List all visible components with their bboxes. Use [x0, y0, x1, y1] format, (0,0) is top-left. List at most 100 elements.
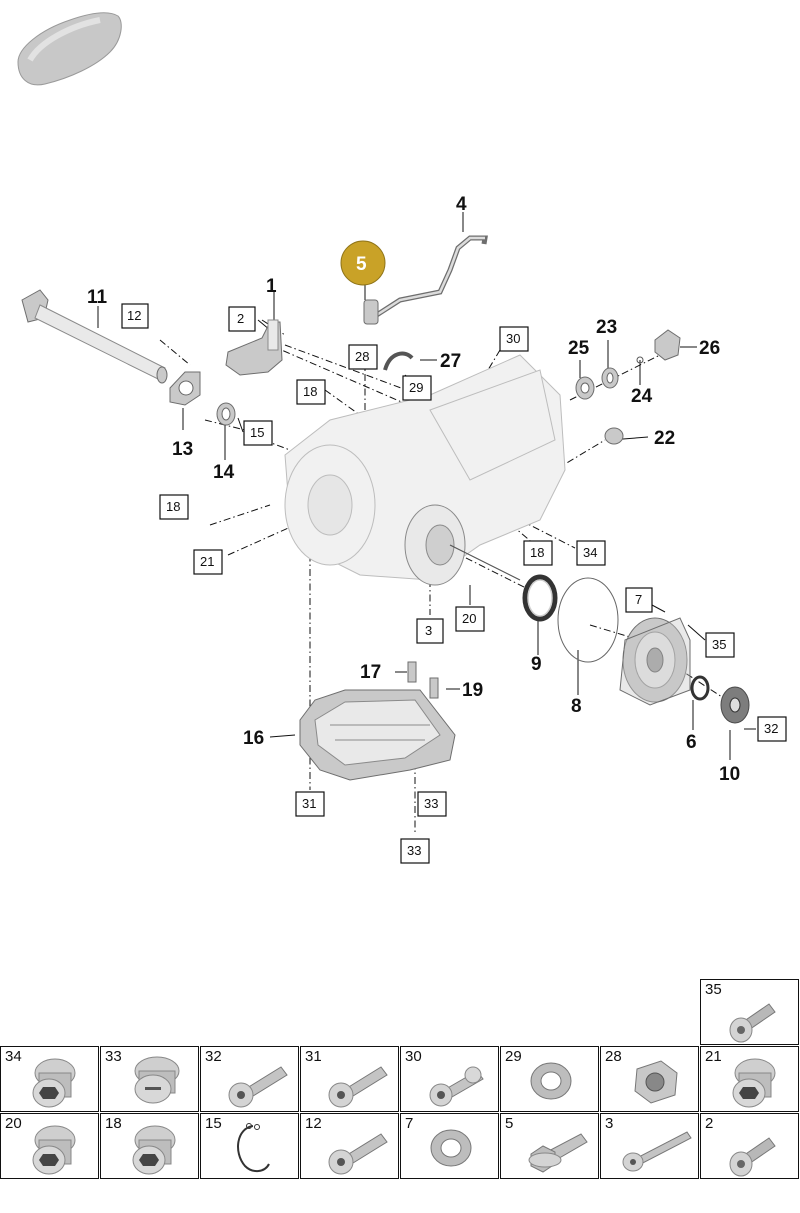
plug-part [604, 427, 624, 445]
callout-9[interactable]: 9 [531, 654, 542, 675]
callout-4[interactable]: 4 [456, 194, 467, 215]
callout-22[interactable]: 22 [654, 428, 675, 449]
boxed-callout-32[interactable]: 32 [757, 716, 787, 742]
legend-number: 20 [5, 1115, 22, 1132]
legend-number: 5 [505, 1115, 514, 1132]
boxed-callout-33-upper[interactable]: 33 [417, 791, 447, 817]
svg-text:30: 30 [506, 331, 520, 346]
boxed-callout-31[interactable]: 31 [295, 791, 325, 817]
callout-17[interactable]: 17 [360, 662, 381, 683]
legend-cell-7[interactable]: 7 [400, 1113, 499, 1179]
legend-cell-34[interactable]: 34 [0, 1046, 99, 1112]
svg-text:18: 18 [303, 384, 317, 399]
callout-8[interactable]: 8 [571, 696, 582, 717]
svg-text:18: 18 [166, 499, 180, 514]
slotted-plug-icon [134, 1056, 180, 1104]
flange-part [169, 371, 201, 406]
legend-number: 18 [105, 1115, 122, 1132]
callout-5[interactable]: 5 [356, 254, 367, 275]
boxed-callout-18-right[interactable]: 18 [523, 540, 553, 566]
svg-text:33: 33 [407, 843, 421, 858]
callout-19[interactable]: 19 [462, 680, 483, 701]
boxed-callout-28[interactable]: 28 [348, 344, 378, 370]
seal-part [216, 402, 236, 426]
hex-socket-plug-icon [32, 1125, 76, 1175]
legend-number: 29 [505, 1048, 522, 1065]
svg-text:3: 3 [425, 623, 432, 638]
boxed-callout-21[interactable]: 21 [193, 549, 223, 575]
pan-bolts-part [407, 661, 439, 699]
callout-6[interactable]: 6 [686, 732, 697, 753]
legend-number: 28 [605, 1048, 622, 1065]
svg-text:20: 20 [462, 611, 476, 626]
legend-number: 34 [5, 1048, 22, 1065]
callout-1[interactable]: 1 [266, 276, 277, 297]
hex-socket-plug-icon [732, 1058, 776, 1108]
boxed-callout-3[interactable]: 3 [416, 618, 444, 644]
boxed-callout-30[interactable]: 30 [499, 326, 529, 352]
legend-cell-18[interactable]: 18 [100, 1113, 199, 1179]
callout-11[interactable]: 11 [87, 287, 108, 308]
torx-bolt-icon [328, 1133, 388, 1175]
torx-bolt-icon [228, 1066, 288, 1108]
boxed-callout-20[interactable]: 20 [455, 606, 485, 632]
callout-13[interactable]: 13 [172, 439, 193, 460]
boxed-callout-35[interactable]: 35 [705, 632, 735, 658]
legend-number: 3 [605, 1115, 614, 1132]
legend-cell-30[interactable]: 30 [400, 1046, 499, 1112]
sealing-ring-icon [530, 1062, 572, 1100]
boxed-callout-18-left[interactable]: 18 [159, 494, 189, 520]
legend-number: 32 [205, 1048, 222, 1065]
legend-number: 2 [705, 1115, 714, 1132]
legend-cell-12[interactable]: 12 [300, 1113, 399, 1179]
boxed-callout-18-top[interactable]: 18 [296, 379, 326, 405]
seal-ring-part [522, 574, 558, 622]
legend-cell-21[interactable]: 21 [700, 1046, 799, 1112]
boxed-callout-34[interactable]: 34 [576, 540, 606, 566]
callout-16[interactable]: 16 [243, 728, 264, 749]
svg-text:2: 2 [237, 311, 244, 326]
legend-cell-2[interactable]: 2 [700, 1113, 799, 1179]
boxed-callout-15[interactable]: 15 [243, 420, 273, 446]
legend-number: 7 [405, 1115, 414, 1132]
boxed-callout-2[interactable]: 2 [228, 306, 256, 332]
callout-10[interactable]: 10 [719, 764, 740, 785]
callout-24[interactable]: 24 [631, 386, 653, 407]
callout-5-highlight[interactable]: 5 [340, 240, 386, 286]
o-ring-part [690, 675, 710, 701]
legend-cell-31[interactable]: 31 [300, 1046, 399, 1112]
callout-23[interactable]: 23 [596, 317, 617, 338]
stepped-bolt-icon [429, 1066, 484, 1107]
legend-number: 15 [205, 1115, 222, 1132]
boxed-callout-29[interactable]: 29 [402, 375, 432, 401]
boxed-callout-7[interactable]: 7 [625, 587, 653, 613]
circlip-icon [237, 1123, 270, 1172]
legend-cell-35[interactable]: 35 [700, 979, 799, 1045]
legend-cell-28[interactable]: 28 [600, 1046, 699, 1112]
callout-26[interactable]: 26 [699, 338, 720, 359]
boxed-callout-33-lower[interactable]: 33 [400, 838, 430, 864]
transmission-housing-part [284, 354, 566, 586]
clip-part [383, 351, 414, 371]
callout-25[interactable]: 25 [568, 338, 590, 359]
callout-27[interactable]: 27 [440, 351, 461, 372]
right-seal-parts [575, 356, 644, 400]
legend-cell-33[interactable]: 33 [100, 1046, 199, 1112]
legend-cell-20[interactable]: 20 [0, 1113, 99, 1179]
bracket-part [225, 319, 283, 376]
legend-cell-15[interactable]: 15 [200, 1113, 299, 1179]
legend-cell-29[interactable]: 29 [500, 1046, 599, 1112]
legend-cell-3[interactable]: 3 [600, 1113, 699, 1179]
gasket-part [557, 577, 619, 663]
svg-text:12: 12 [127, 308, 141, 323]
boxed-callout-12[interactable]: 12 [121, 303, 149, 329]
legend-number: 35 [705, 981, 722, 998]
legend-number: 31 [305, 1048, 322, 1065]
svg-text:15: 15 [250, 425, 264, 440]
legend-cell-5[interactable]: 5 [500, 1113, 599, 1179]
legend-cell-32[interactable]: 32 [200, 1046, 299, 1112]
callout-14[interactable]: 14 [213, 462, 235, 483]
